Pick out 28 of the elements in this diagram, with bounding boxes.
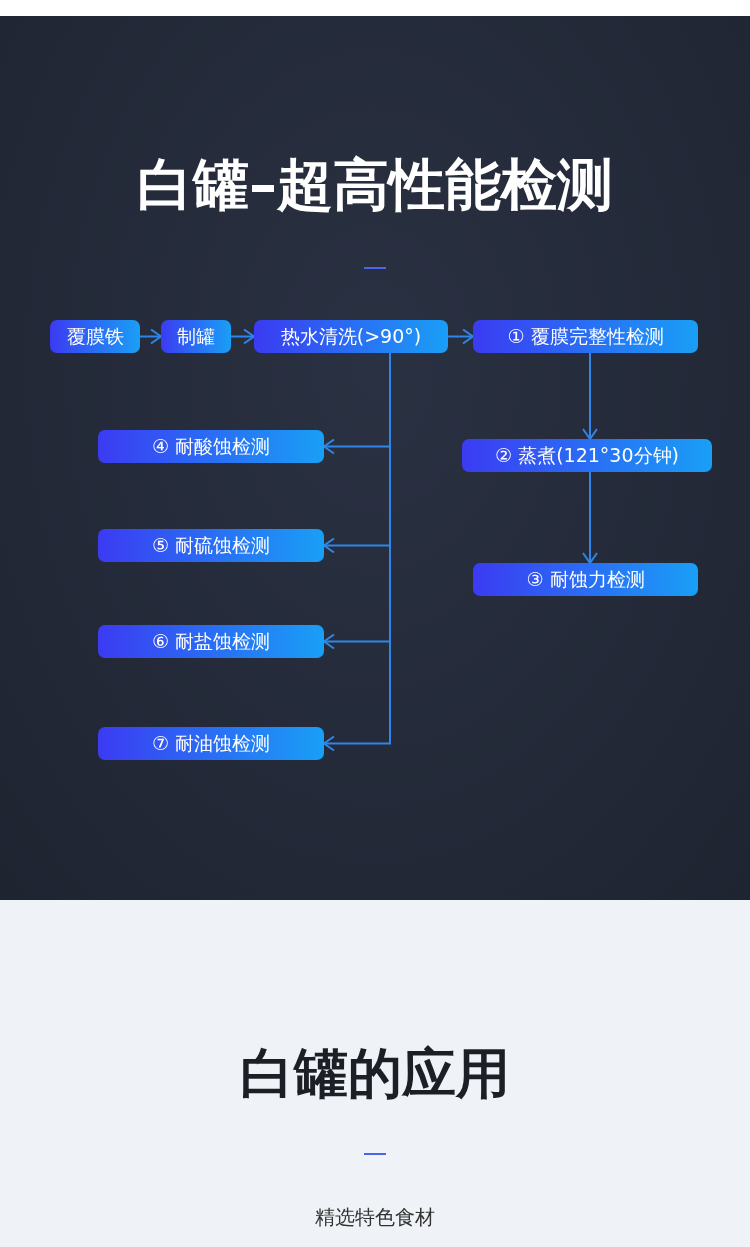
- process-box: [50, 320, 140, 353]
- process-box: [98, 430, 324, 463]
- box-label: 制罐: [177, 323, 215, 349]
- arrow: [447, 328, 474, 345]
- arrow: [582, 471, 598, 564]
- section-heading: 白罐的应用: [239, 1041, 511, 1107]
- process-box: [161, 320, 231, 353]
- process-box: [254, 320, 448, 353]
- process-box: [473, 563, 698, 596]
- box-label: ⑥ 耐盐蚀检测: [151, 628, 271, 654]
- heading: 白罐–超高性能检测: [136, 151, 614, 219]
- box-label: 覆膜铁: [66, 323, 124, 349]
- subtitle: 精选特色食材: [314, 1204, 436, 1231]
- process-box: [98, 625, 324, 658]
- box-label: 热水清洗(>90°): [280, 323, 422, 349]
- process-box: [473, 320, 698, 353]
- box-label: ⑤ 耐硫蚀检测: [151, 532, 271, 558]
- process-box: [462, 439, 712, 472]
- process-box: [98, 529, 324, 562]
- box-label: ① 覆膜完整性检测: [507, 323, 664, 349]
- box-label: ② 蒸煮(121°30分钟): [495, 442, 679, 468]
- arrow: [582, 352, 598, 440]
- arrow: [230, 328, 255, 345]
- box-label: ⑦ 耐油蚀检测: [151, 730, 271, 756]
- box-label: ③ 耐蚀力检测: [526, 566, 645, 592]
- process-box: [98, 727, 324, 760]
- arrow: [139, 328, 162, 345]
- box-label: ④ 耐酸蚀检测: [151, 433, 271, 459]
